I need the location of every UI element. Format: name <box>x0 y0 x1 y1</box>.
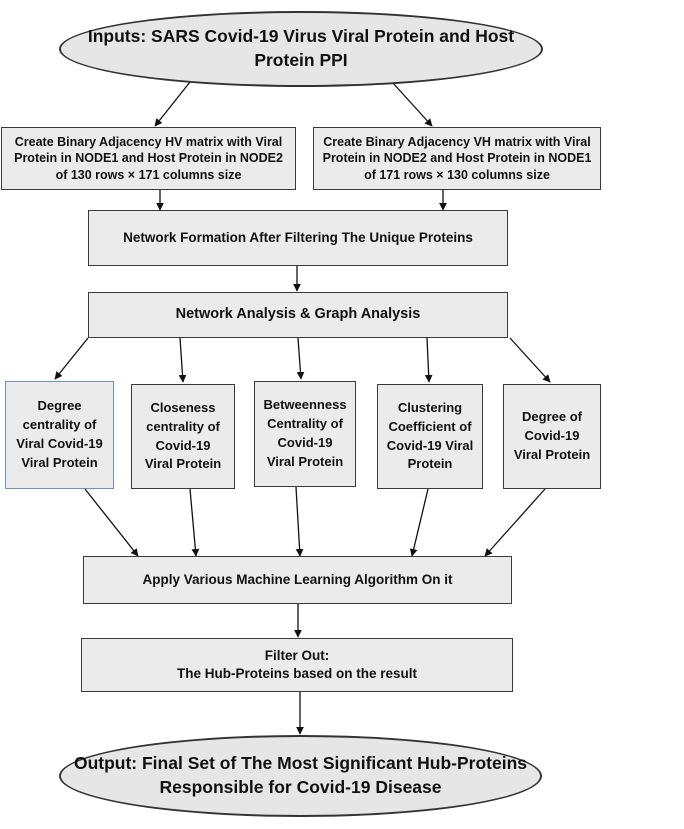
vh-matrix-line-3: of 171 rows × 130 columns size <box>364 167 550 182</box>
network-formation-label: Network Formation After Filtering The Un… <box>123 230 473 246</box>
degree-of-line-2: Covid-19 <box>524 428 580 444</box>
arrow-analysis-to-betweenness <box>296 337 305 380</box>
filter-line-1: Filter Out: <box>264 648 330 664</box>
input-ellipse: Inputs: SARS Covid-19 Virus Viral Protei… <box>59 11 543 87</box>
arrow-degree-to-ml <box>84 488 139 557</box>
vh-matrix-line-1: Create Binary Adjacency VH matrix with V… <box>323 134 591 149</box>
arrow-analysis-to-clustering <box>424 337 433 383</box>
degree-centrality-line-2: centrality of <box>22 417 97 433</box>
input-line-2: Protein PPI <box>254 50 348 70</box>
clustering-coefficient-box: Clustering Coefficient of Covid-19 Viral… <box>377 384 483 489</box>
degree-centrality-line-4: Viral Protein <box>21 454 98 470</box>
hv-matrix-line-1: Create Binary Adjacency HV matrix with V… <box>14 134 283 149</box>
filter-box: Filter Out: The Hub-Proteins based on th… <box>81 638 513 692</box>
arrow-degree-of-to-ml <box>484 488 546 557</box>
closeness-centrality-line-4: Viral Protein <box>144 456 222 472</box>
clustering-coefficient-line-3: Covid-19 Viral <box>386 437 474 453</box>
closeness-centrality-line-2: centrality of <box>146 418 220 434</box>
machine-learning-box: Apply Various Machine Learning Algorithm… <box>83 556 512 604</box>
filter-line-2: The Hub-Proteins based on the result <box>176 666 418 681</box>
arrow-input-to-hv <box>154 81 191 127</box>
clustering-coefficient-line-1: Clustering <box>397 399 463 415</box>
degree-of-line-1: Degree of <box>522 409 582 425</box>
arrow-analysis-to-closeness <box>178 337 187 383</box>
network-analysis-box: Network Analysis & Graph Analysis <box>88 292 508 338</box>
betweenness-centrality-line-4: Viral Protein <box>266 453 344 469</box>
degree-of-viral-protein-box: Degree of Covid-19 Viral Protein <box>503 384 601 489</box>
arrow-input-to-vh <box>391 81 433 127</box>
input-line-1: Inputs: SARS Covid-19 Virus Viral Protei… <box>87 26 515 47</box>
output-line-1: Output: Final Set of The Most Significan… <box>73 753 528 774</box>
clustering-coefficient-line-4: Protein <box>407 456 453 472</box>
network-formation-box: Network Formation After Filtering The Un… <box>88 210 508 266</box>
degree-centrality-box: Degree centrality of Viral Covid-19 Vira… <box>5 381 114 489</box>
degree-of-line-3: Viral Protein <box>513 446 591 462</box>
hv-matrix-line-3: of 130 rows × 171 columns size <box>55 167 242 182</box>
closeness-centrality-line-1: Closeness <box>150 399 216 415</box>
arrow-analysis-to-degree <box>54 337 89 380</box>
output-ellipse: Output: Final Set of The Most Significan… <box>59 735 542 817</box>
closeness-centrality-box: Closeness centrality of Covid-19 Viral P… <box>131 384 235 489</box>
betweenness-centrality-line-3: Covid-19 <box>277 435 333 450</box>
betweenness-centrality-line-1: Betweenness <box>263 397 347 413</box>
clustering-coefficient-line-2: Coefficient of <box>388 418 472 434</box>
hv-matrix-box: Create Binary Adjacency HV matrix with V… <box>1 127 296 190</box>
vh-matrix-box: Create Binary Adjacency VH matrix with V… <box>313 127 601 190</box>
arrow-closeness-to-ml <box>189 488 200 557</box>
arrow-betweenness-to-ml <box>295 486 304 557</box>
closeness-centrality-line-3: Covid-19 <box>155 437 211 453</box>
machine-learning-label: Apply Various Machine Learning Algorithm… <box>142 572 453 588</box>
hv-matrix-line-2: Protein in NODE1 and Host Protein in NOD… <box>14 151 283 166</box>
output-line-2: Responsible for Covid-19 Disease <box>159 777 442 797</box>
network-analysis-label: Network Analysis & Graph Analysis <box>175 306 421 323</box>
betweenness-centrality-line-2: Centrality of <box>267 416 343 432</box>
arrow-analysis-to-degree-of <box>509 337 551 383</box>
degree-centrality-line-1: Degree <box>37 398 82 414</box>
arrow-clustering-to-ml <box>409 488 429 557</box>
vh-matrix-line-2: Protein in NODE2 and Host Protein in NOD… <box>322 151 592 166</box>
degree-centrality-line-3: Viral Covid-19 <box>16 436 103 451</box>
betweenness-centrality-box: Betweenness Centrality of Covid-19 Viral… <box>254 381 356 487</box>
